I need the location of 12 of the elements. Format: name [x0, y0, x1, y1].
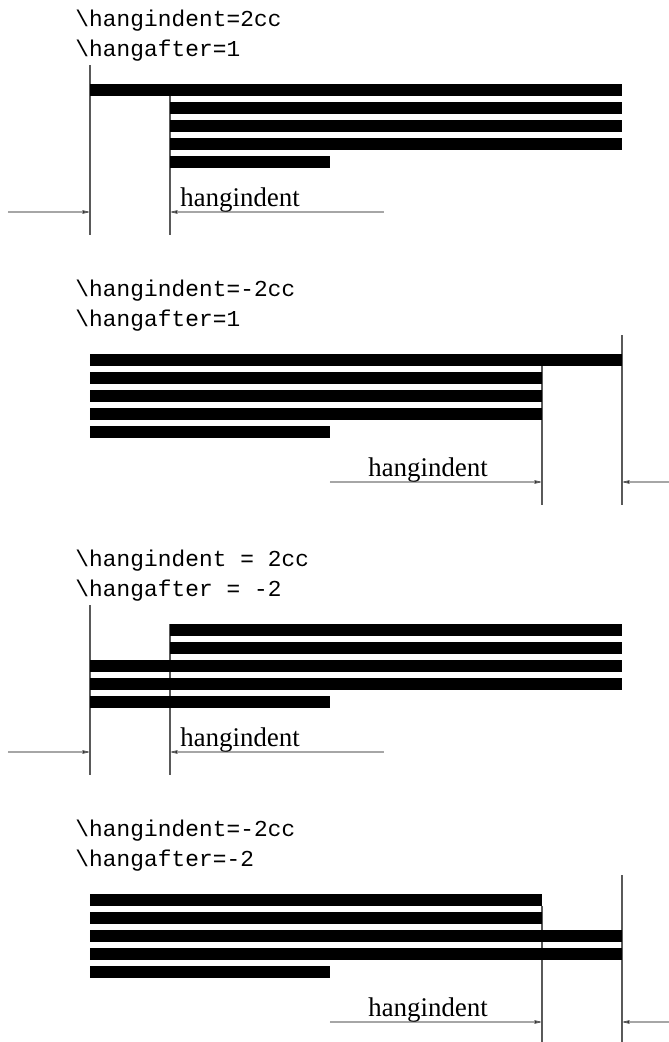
dimension-label: hangindent: [180, 727, 300, 752]
dimension-label: hangindent: [368, 457, 488, 482]
code-line: \hangindent=2cc: [76, 9, 280, 31]
code-line: \hangafter=-2: [76, 849, 253, 871]
code-line: \hangafter=1: [76, 39, 240, 61]
code-line: \hangindent=-2cc: [76, 819, 294, 841]
code-line: \hangafter=1: [76, 309, 240, 331]
code-line: \hangindent = 2cc: [76, 549, 308, 571]
dimension-label: hangindent: [180, 187, 300, 212]
code-line: \hangindent=-2cc: [76, 279, 294, 301]
code-line: \hangafter = -2: [76, 579, 280, 601]
dimension-label: hangindent: [368, 997, 488, 1022]
